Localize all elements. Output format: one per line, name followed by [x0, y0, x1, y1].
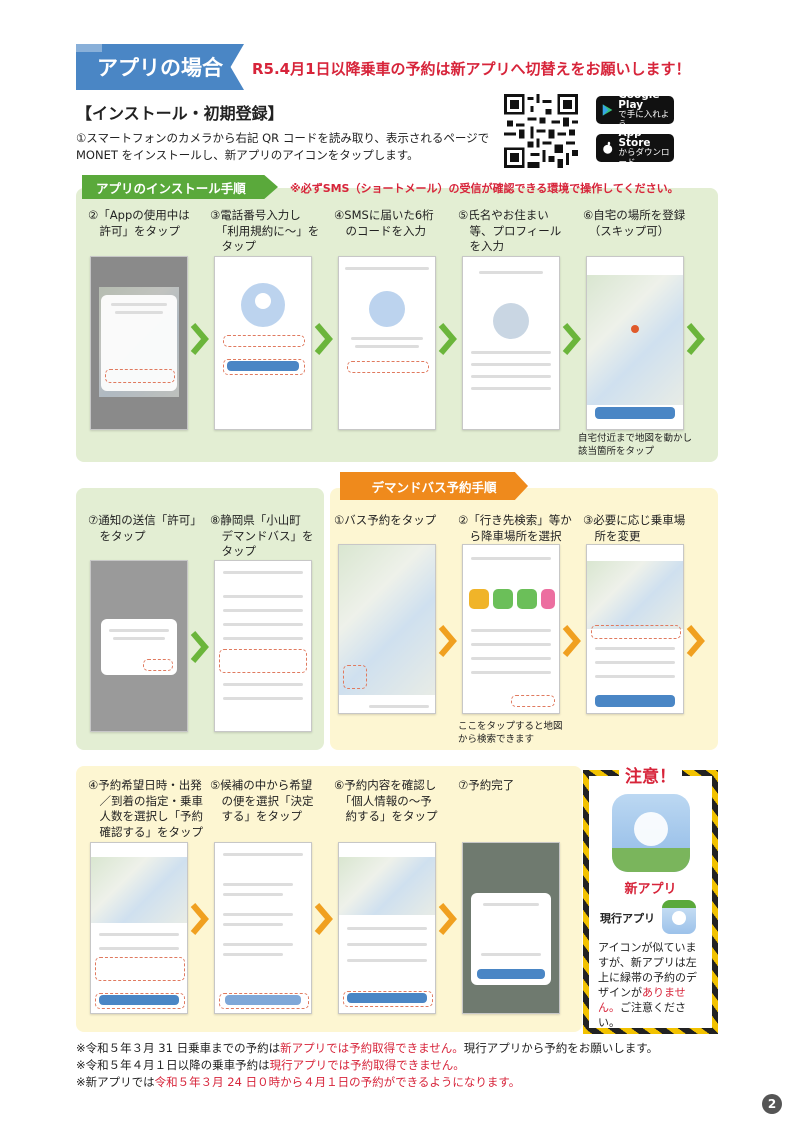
new-app-icon — [612, 794, 690, 872]
install-instructions: ①スマートフォンのカメラから右記 QR コードを読み取り、表示されるページで M… — [76, 131, 490, 162]
chevron-right-icon — [190, 631, 209, 663]
new-app-label: 新アプリ — [624, 882, 677, 897]
phone-screenshot — [214, 842, 312, 1014]
phone-screenshot — [90, 560, 188, 732]
step-text: ②「行き先検索」等か ら降車場所を選択 — [458, 513, 572, 543]
phone-screenshot — [462, 842, 560, 1014]
footer-note-1: ※令和５年３月 31 日乗車までの予約は新アプリでは予約取得できません。現行アプ… — [76, 1041, 659, 1055]
step-text: ④予約希望日時・出発 ／到着の指定・乗車 人数を選択し「予約 確認する」をタップ — [88, 778, 203, 839]
map-search-note: ここをタップすると地図 から検索できます — [458, 721, 563, 745]
chevron-right-icon — [686, 625, 705, 657]
step-text: ⑤候補の中から希望 の便を選択「決定 する」をタップ — [210, 778, 314, 823]
step-text: ④SMSに届いた6桁 のコードを入力 — [334, 208, 434, 238]
footer-note-2: ※令和５年４月１日以降の乗車予約は現行アプリでは予約取得できません。 — [76, 1058, 465, 1072]
footer-note-3: ※新アプリでは令和５年３月 24 日０時から４月１日の予約ができるようになります… — [76, 1075, 521, 1089]
step-text: ③必要に応じ乗車場 所を変更 — [583, 513, 686, 543]
demand-bus-tab: デマンドバス予約手順 — [340, 472, 528, 500]
chevron-right-icon — [314, 903, 333, 935]
step-text: ②「Appの使用中は 許可」をタップ — [88, 208, 190, 238]
step-text: ⑥予約内容を確認し 「個人情報の～予 約する」をタップ — [334, 778, 438, 823]
phone-screenshot — [462, 256, 560, 430]
home-location-note: 自宅付近まで地図を動かし 該当箇所をタップ — [578, 433, 693, 457]
phone-screenshot — [338, 256, 436, 430]
headline: R5.4月1日以降乗車の予約は新アプリへ切替えをお願いします！ — [252, 60, 691, 78]
current-app-icon — [662, 900, 696, 934]
chevron-right-icon — [190, 323, 209, 355]
apple-icon — [603, 141, 613, 154]
chevron-right-icon — [190, 903, 209, 935]
section-tag: アプリの場合 — [76, 44, 244, 90]
caution-title: 注意！ — [619, 767, 682, 787]
phone-screenshot — [338, 842, 436, 1014]
chevron-right-icon — [438, 903, 457, 935]
phone-screenshot — [462, 544, 560, 714]
chevron-right-icon — [438, 625, 457, 657]
play-icon — [602, 104, 613, 116]
phone-screenshot — [338, 544, 436, 714]
phone-screenshot — [586, 544, 684, 714]
phone-screenshot — [214, 560, 312, 732]
step-text: ③電話番号入力し 「利用規約に～」を タップ — [210, 208, 320, 253]
step-text: ⑦通知の送信「許可」 をタップ — [88, 513, 202, 543]
chevron-right-icon — [686, 323, 705, 355]
chevron-right-icon — [438, 323, 457, 355]
qr-code[interactable] — [504, 94, 578, 168]
install-heading: 【インストール・初期登録】 — [76, 104, 284, 123]
phone-screenshot — [90, 842, 188, 1014]
phone-screenshot — [214, 256, 312, 430]
install-steps-tab: アプリのインストール手順 — [82, 175, 278, 199]
step-text: ⑤氏名やお住まい 等、プロフィール を入力 — [458, 208, 562, 253]
step-text: ⑥自宅の場所を登録 （スキップ可） — [583, 208, 686, 238]
caution-title-wrap: 注意！ — [583, 762, 718, 787]
step-text: ⑦予約完了 — [458, 778, 515, 792]
step-text: ⑧静岡県「小山町 デマンドバス」を タップ — [210, 513, 314, 558]
chevron-right-icon — [562, 323, 581, 355]
chevron-right-icon — [562, 625, 581, 657]
phone-screenshot — [586, 256, 684, 430]
current-app-label: 現行アプリ — [600, 912, 655, 925]
caution-text: アイコンが似ていますが、新アプリは左上に緑帯の予約のデザインがありません。ご注意… — [598, 941, 697, 1029]
chevron-right-icon — [314, 323, 333, 355]
page-number: 2 — [762, 1094, 782, 1114]
sms-warning: ※必ずSMS（ショートメール）の受信が確認できる環境で操作してください。 — [290, 182, 679, 195]
phone-screenshot — [90, 256, 188, 430]
step-text: ①バス予約をタップ — [334, 513, 437, 527]
